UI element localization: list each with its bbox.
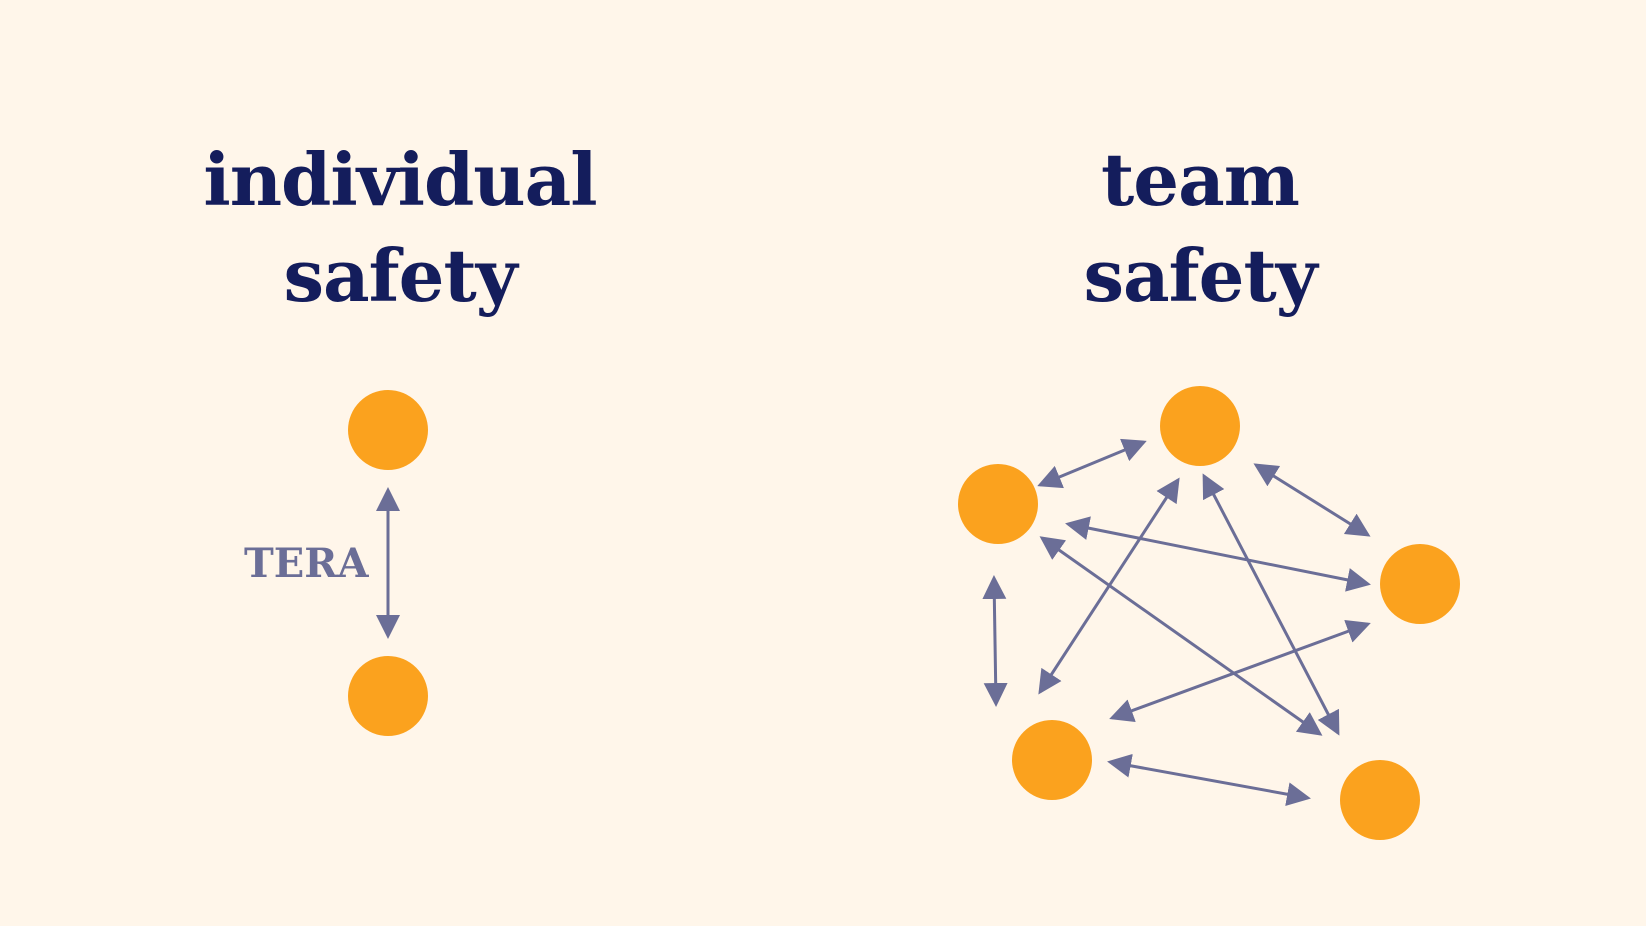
- team-arrow-top-right: [1253, 463, 1371, 537]
- team-node-bottom-right: [1340, 760, 1420, 840]
- team-arrow-top-bottom-right: [1202, 473, 1340, 736]
- team-safety-title: team safety: [940, 132, 1460, 324]
- individual-title-line1: individual: [203, 137, 597, 222]
- team-node-left: [958, 464, 1038, 544]
- team-title-line1: team: [1101, 137, 1300, 222]
- individual-node-bottom: [348, 656, 428, 736]
- individual-diagram: TERA: [244, 390, 428, 736]
- team-arrow-left-right: [1065, 516, 1371, 592]
- team-node-right: [1380, 544, 1460, 624]
- individual-edge-label: TERA: [244, 540, 369, 587]
- team-diagram: [958, 386, 1460, 840]
- team-title-line2: safety: [1083, 233, 1317, 318]
- team-arrow-left-bottom-left: [982, 575, 1008, 707]
- team-arrow-right-bottom-left: [1109, 619, 1371, 723]
- individual-title-line2: safety: [283, 233, 517, 318]
- individual-safety-title: individual safety: [140, 132, 660, 324]
- team-node-bottom-left: [1012, 720, 1092, 800]
- individual-node-top: [348, 390, 428, 470]
- team-arrow-top-left: [1037, 438, 1147, 489]
- team-node-top: [1160, 386, 1240, 466]
- team-arrow-bottom-left-bottom-right: [1107, 753, 1311, 807]
